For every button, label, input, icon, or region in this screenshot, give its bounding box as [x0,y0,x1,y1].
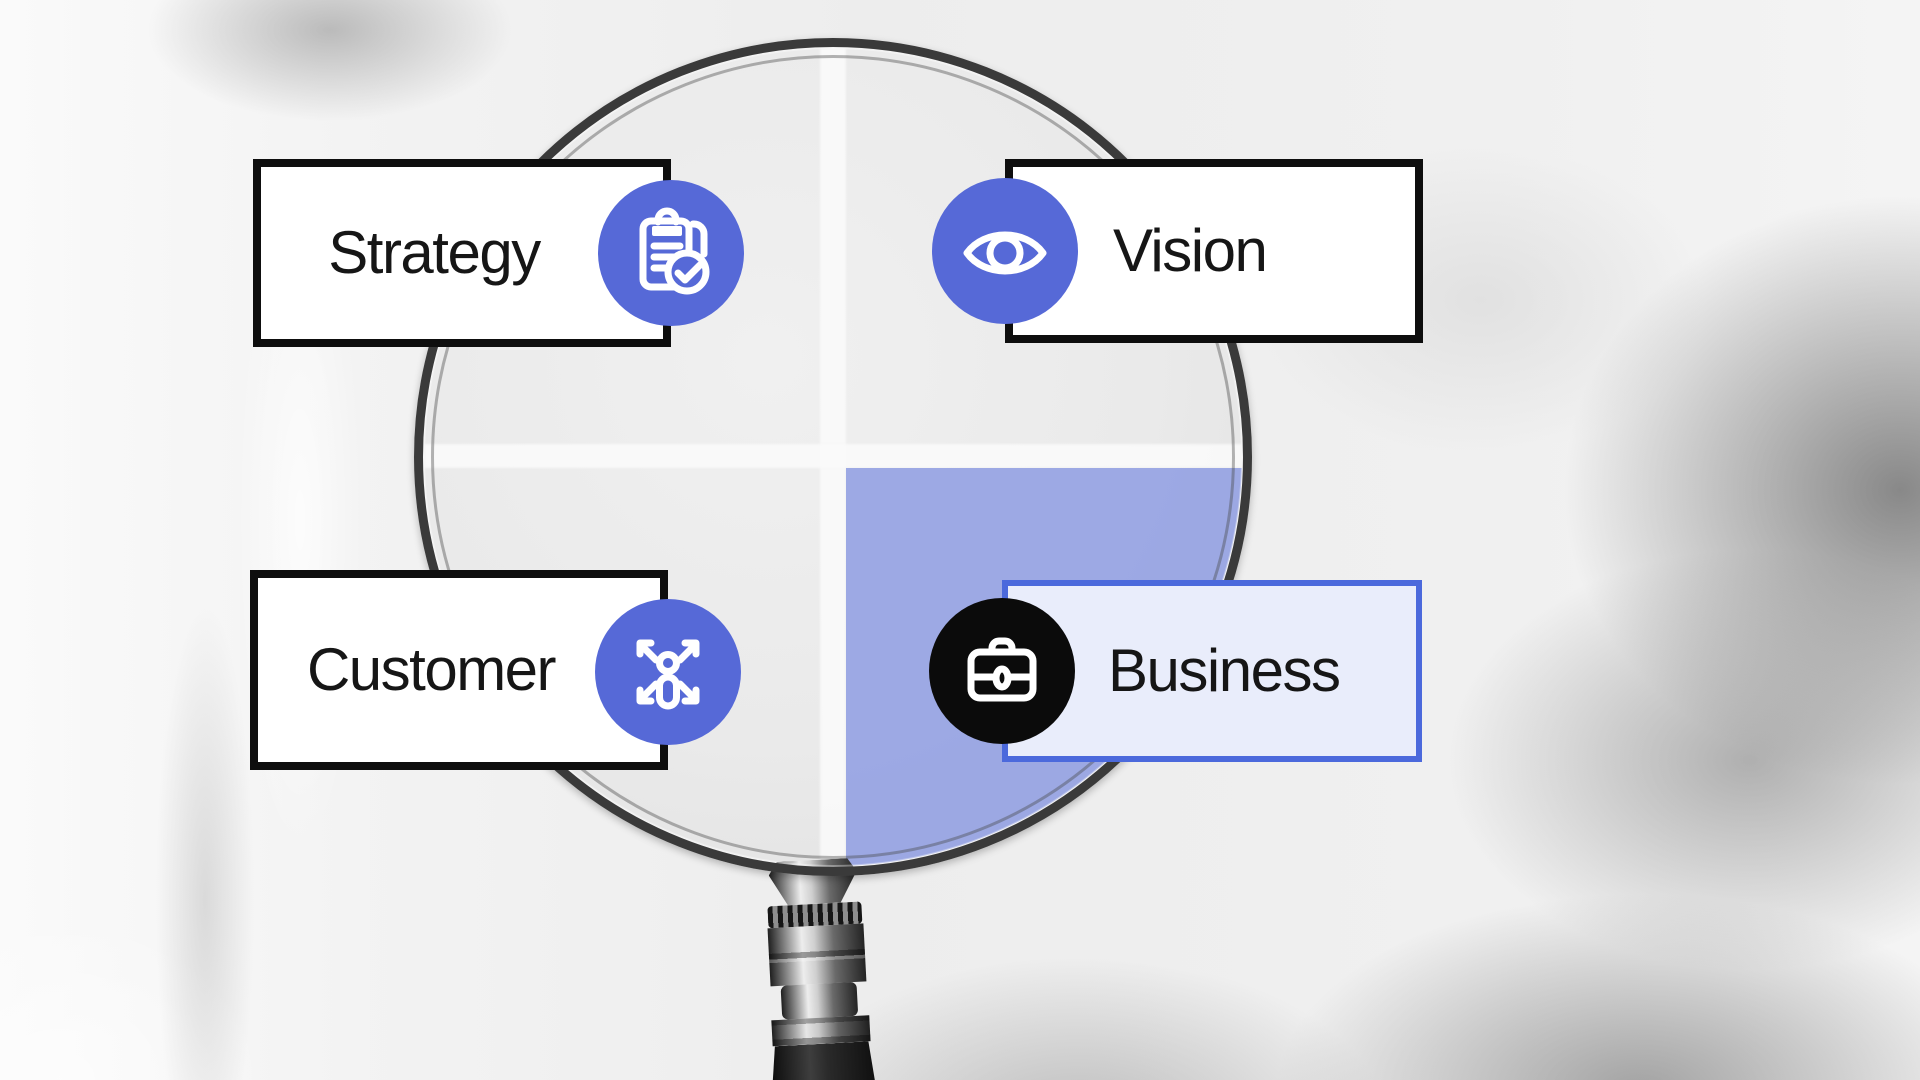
clipboard-check-icon [623,205,719,301]
card-vision-label: Vision [1113,217,1268,284]
handle-waist [780,981,859,1020]
customer-icon-circle [595,599,741,745]
person-expand-icon [620,624,716,720]
business-icon-circle [929,598,1075,744]
magnifier-handle [752,857,884,1080]
card-customer: Customer [250,570,668,770]
handle-ring [771,1015,871,1047]
card-business-label: Business [1108,637,1341,704]
magnifier-rim [414,38,1252,876]
handle-grip [770,1041,876,1080]
vision-icon-circle [932,178,1078,324]
handle-neck [767,923,867,987]
briefcase-icon [954,623,1050,719]
eye-icon [957,203,1053,299]
card-strategy-label: Strategy [328,219,541,286]
strategy-icon-circle [598,180,744,326]
card-customer-label: Customer [306,636,557,703]
